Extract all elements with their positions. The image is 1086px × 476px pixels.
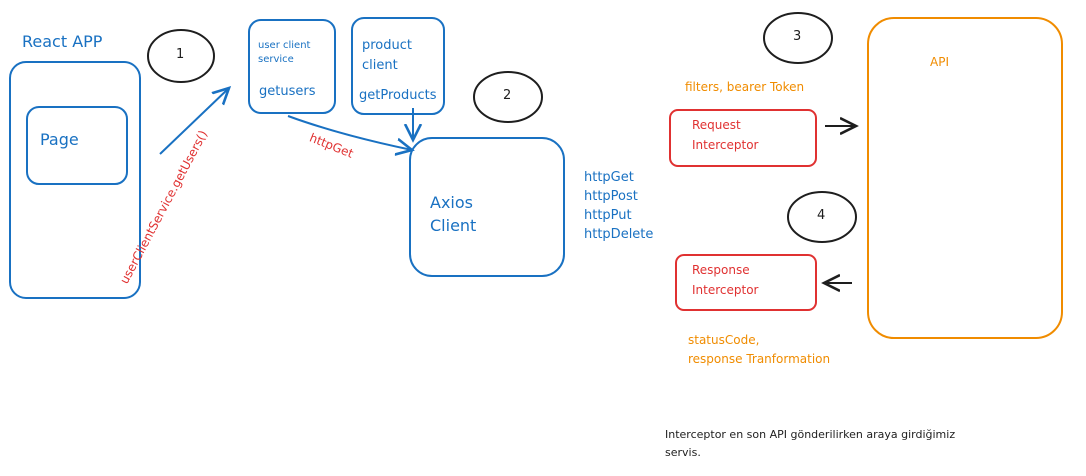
response-interceptor-box: [675, 254, 817, 311]
axios-client-box: [409, 137, 565, 277]
api-label: API: [930, 55, 949, 69]
page-label: Page: [40, 130, 79, 149]
product-client-label-line1: product: [362, 38, 413, 53]
footnote-line1: Interceptor en son API gönderilirken ara…: [665, 428, 956, 441]
step-circle-1: [147, 29, 215, 83]
product-client-box: [351, 17, 445, 115]
page-box: [26, 106, 128, 185]
step-number-2: 2: [503, 88, 512, 103]
axios-label-line1: Axios: [430, 193, 473, 212]
request-interceptor-label-line2: Interceptor: [692, 138, 759, 152]
user-client-service-label-line1: user client: [258, 40, 311, 51]
user-client-service-label-line2: service: [258, 54, 294, 65]
request-note: filters, bearer Token: [685, 80, 805, 94]
http-method-delete: httpDelete: [584, 227, 654, 242]
react-app-title: React APP: [22, 32, 103, 51]
footnote-line2: servis.: [665, 446, 701, 459]
request-interceptor-label-line1: Request: [692, 118, 741, 132]
step-circle-2: [473, 71, 543, 123]
step-circle-3: [763, 12, 833, 64]
http-method-put: httpPut: [584, 208, 632, 223]
api-box: [867, 17, 1063, 339]
response-interceptor-label-line1: Response: [692, 263, 750, 277]
response-interceptor-label-line2: Interceptor: [692, 283, 759, 297]
user-client-service-box: [248, 19, 336, 114]
response-note-line1: statusCode,: [688, 333, 760, 347]
response-note-line2: response Tranformation: [688, 352, 831, 366]
step-number-4: 4: [817, 208, 826, 223]
http-method-get: httpGet: [584, 170, 634, 185]
arrow-user-service-to-axios: [287, 115, 412, 150]
step-number-1: 1: [176, 47, 185, 62]
step-circle-4: [787, 191, 857, 243]
product-client-label-line2: client: [362, 58, 398, 73]
arrow-page-to-user-service: [159, 88, 229, 155]
http-method-post: httpPost: [584, 189, 638, 204]
step-number-3: 3: [793, 29, 802, 44]
request-interceptor-box: [669, 109, 817, 167]
axios-label-line2: Client: [430, 216, 477, 235]
getusers-label: getusers: [259, 84, 316, 99]
getproducts-label: getProducts: [359, 88, 437, 103]
react-app-box: [9, 61, 141, 299]
